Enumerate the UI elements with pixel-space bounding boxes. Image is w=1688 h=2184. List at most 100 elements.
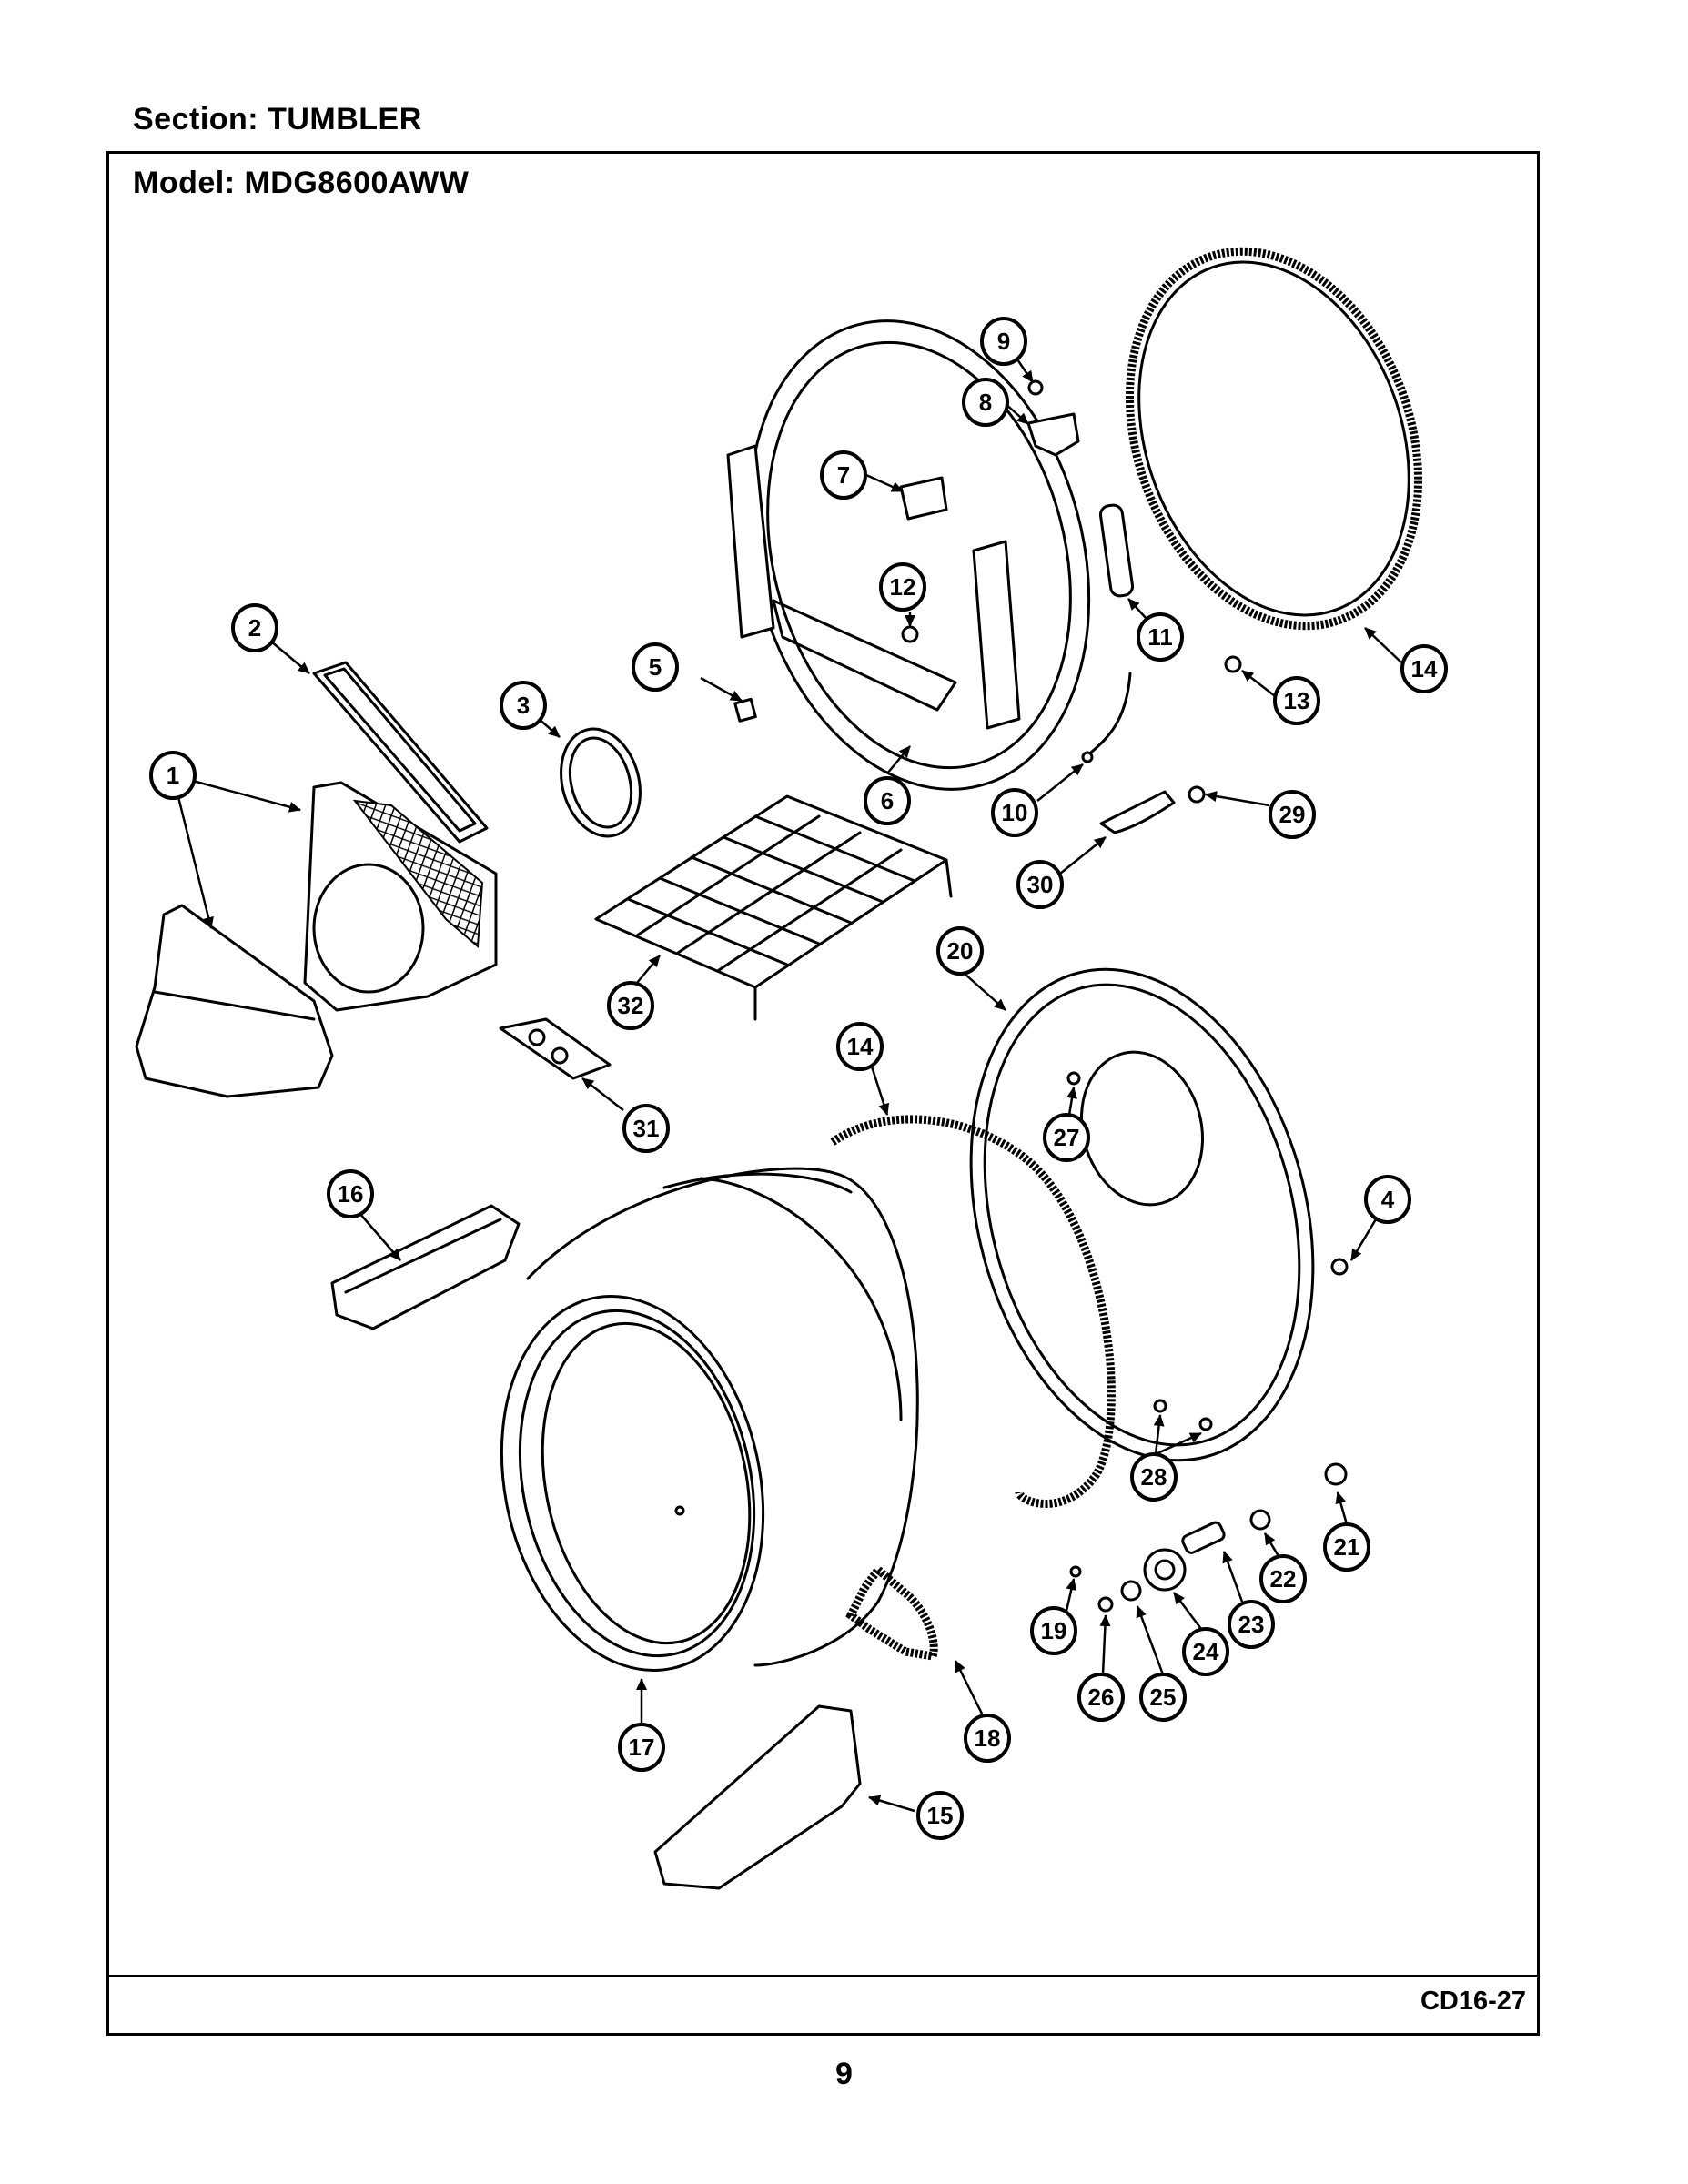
callout-label: 17 <box>629 1734 655 1761</box>
callout-32: 32 <box>607 981 654 1030</box>
sensor-wire-10 <box>1086 672 1132 757</box>
callout-19: 19 <box>1030 1606 1077 1655</box>
wear-strip <box>899 476 948 521</box>
callout-label: 14 <box>1411 655 1438 682</box>
front-bulkhead-inner <box>766 340 1072 770</box>
lint-duct-grille <box>352 799 484 949</box>
callout-label: 22 <box>1270 1565 1297 1592</box>
drum-body <box>526 1167 919 1667</box>
clip-5 <box>733 697 757 723</box>
part-drawings <box>135 247 1423 1890</box>
shaft-23 <box>1181 1521 1226 1554</box>
callout-label: 30 <box>1027 871 1054 898</box>
callout-circle <box>980 317 1027 366</box>
callout-circle <box>879 562 926 612</box>
callout-circle <box>936 926 984 976</box>
seal-ring-top-inner <box>1137 260 1410 617</box>
callout-circle <box>1228 1600 1275 1649</box>
callout-circle <box>1182 1627 1229 1676</box>
callout-circle <box>836 1022 884 1071</box>
callout-circle <box>1400 644 1448 693</box>
callout-18: 18 <box>964 1714 1011 1763</box>
callout-circle <box>1139 1673 1187 1722</box>
callout-13: 13 <box>1273 676 1320 725</box>
callout-circle <box>327 1169 374 1218</box>
callout-circle <box>1077 1673 1125 1722</box>
section-title: Section: TUMBLER <box>133 102 422 136</box>
callout-label: 10 <box>1002 799 1028 826</box>
callout-label: 1 <box>167 762 179 789</box>
bracket-30 <box>1099 790 1176 834</box>
callout-9: 9 <box>980 317 1027 366</box>
nut-9 <box>1027 379 1044 396</box>
callout-15: 15 <box>916 1791 964 1840</box>
washer-26 <box>1097 1596 1114 1613</box>
callout-circle <box>1364 1175 1411 1224</box>
callout-label: 26 <box>1088 1684 1115 1711</box>
toe-panel-15 <box>653 1704 862 1890</box>
callout-label: 24 <box>1193 1638 1219 1665</box>
bearing-housing-24 <box>1143 1548 1187 1592</box>
callout-28: 28 <box>1130 1452 1178 1502</box>
bearing-25 <box>1120 1580 1142 1602</box>
model-title: Model: MDG8600AWW <box>133 166 470 200</box>
screw-28b <box>1198 1417 1213 1431</box>
callout-circle <box>1273 676 1320 725</box>
callout-label: 3 <box>517 692 530 719</box>
callout-label: 21 <box>1334 1533 1360 1561</box>
callout-label: 14 <box>847 1033 874 1060</box>
callout-label: 12 <box>890 573 916 601</box>
bulkhead-left-bracket <box>726 444 775 639</box>
callout-2: 2 <box>231 603 278 652</box>
callout-circle <box>1043 1113 1090 1162</box>
callout-7: 7 <box>820 450 867 500</box>
screw-29 <box>1188 785 1206 804</box>
screw-12 <box>901 625 919 643</box>
page-number: 9 <box>835 2057 853 2091</box>
callout-1: 1 <box>149 751 197 800</box>
callout-circle <box>1323 1522 1370 1572</box>
callout-label: 6 <box>881 787 894 814</box>
callout-label: 7 <box>837 461 850 489</box>
callout-label: 27 <box>1054 1124 1080 1151</box>
footer-divider <box>106 1975 1540 1977</box>
callout-label: 15 <box>927 1802 954 1829</box>
callout-circle <box>962 378 1009 427</box>
callout-label: 20 <box>947 937 974 965</box>
drive-belt <box>845 1563 938 1662</box>
screw-27 <box>1066 1071 1081 1086</box>
callout-5: 5 <box>632 642 679 692</box>
lint-duct-lower <box>135 904 334 1098</box>
callout-31: 31 <box>622 1104 670 1153</box>
callout-label: 11 <box>1147 623 1173 651</box>
bulkhead-bottom-plate <box>772 599 957 712</box>
callout-circle <box>820 450 867 500</box>
callout-circle <box>916 1791 964 1840</box>
callout-17: 17 <box>618 1723 665 1772</box>
callout-circle <box>618 1723 665 1772</box>
screw-13 <box>1224 655 1242 673</box>
callout-circle <box>1137 612 1184 662</box>
callout-circle <box>1030 1606 1077 1655</box>
callout-label: 16 <box>338 1180 364 1208</box>
diagram-frame <box>106 151 1540 2036</box>
callout-14a: 14 <box>1400 644 1448 693</box>
callout-label: 4 <box>1381 1186 1395 1213</box>
callout-circle <box>1130 1452 1178 1502</box>
callout-label: 2 <box>248 614 261 642</box>
callout-circle <box>964 1714 1011 1763</box>
screw-28a <box>1153 1399 1167 1413</box>
screw-4 <box>1330 1258 1349 1276</box>
callout-circle <box>500 681 547 730</box>
callout-20: 20 <box>936 926 984 976</box>
callout-label: 18 <box>975 1724 1001 1752</box>
callout-26: 26 <box>1077 1673 1125 1722</box>
callout-circle <box>1269 790 1316 839</box>
callout-23: 23 <box>1228 1600 1275 1649</box>
callout-16: 16 <box>327 1169 374 1218</box>
callout-10: 10 <box>991 788 1038 837</box>
callout-label: 13 <box>1284 687 1310 714</box>
callout-24: 24 <box>1182 1627 1229 1676</box>
